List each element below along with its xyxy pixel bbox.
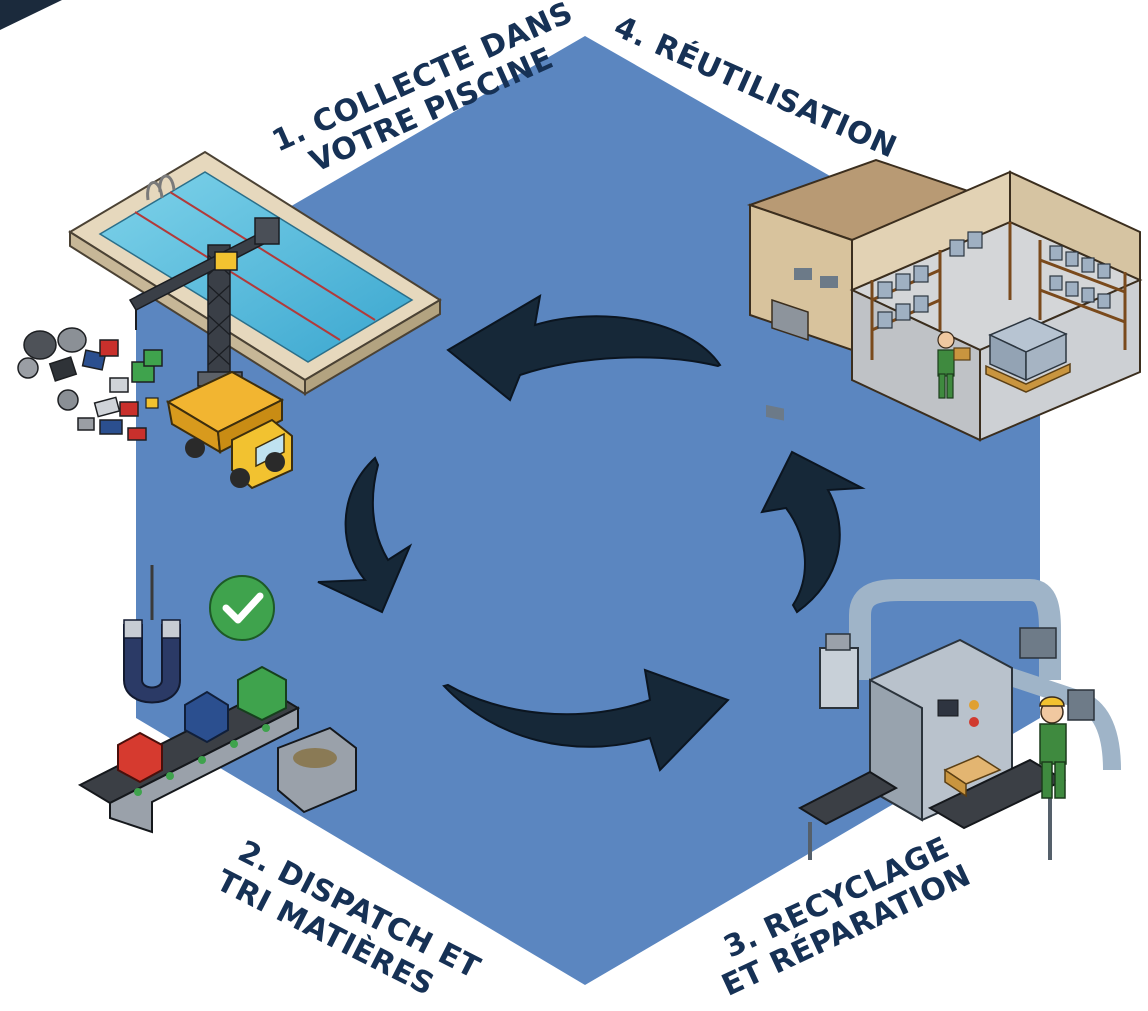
cycle-arrows (317, 294, 866, 772)
collect-illustration (17, 150, 442, 490)
arrow-collect-to-dispatch (317, 456, 413, 614)
reuse-illustration (746, 158, 1143, 442)
arrow-dispatch-to-recycle (442, 668, 730, 772)
arrow-reuse-to-collect (446, 294, 722, 402)
dispatch-illustration (77, 565, 357, 834)
arrow-recycle-to-reuse (760, 450, 866, 614)
recycle-illustration (797, 579, 1121, 860)
corner-decoration (0, 0, 62, 30)
